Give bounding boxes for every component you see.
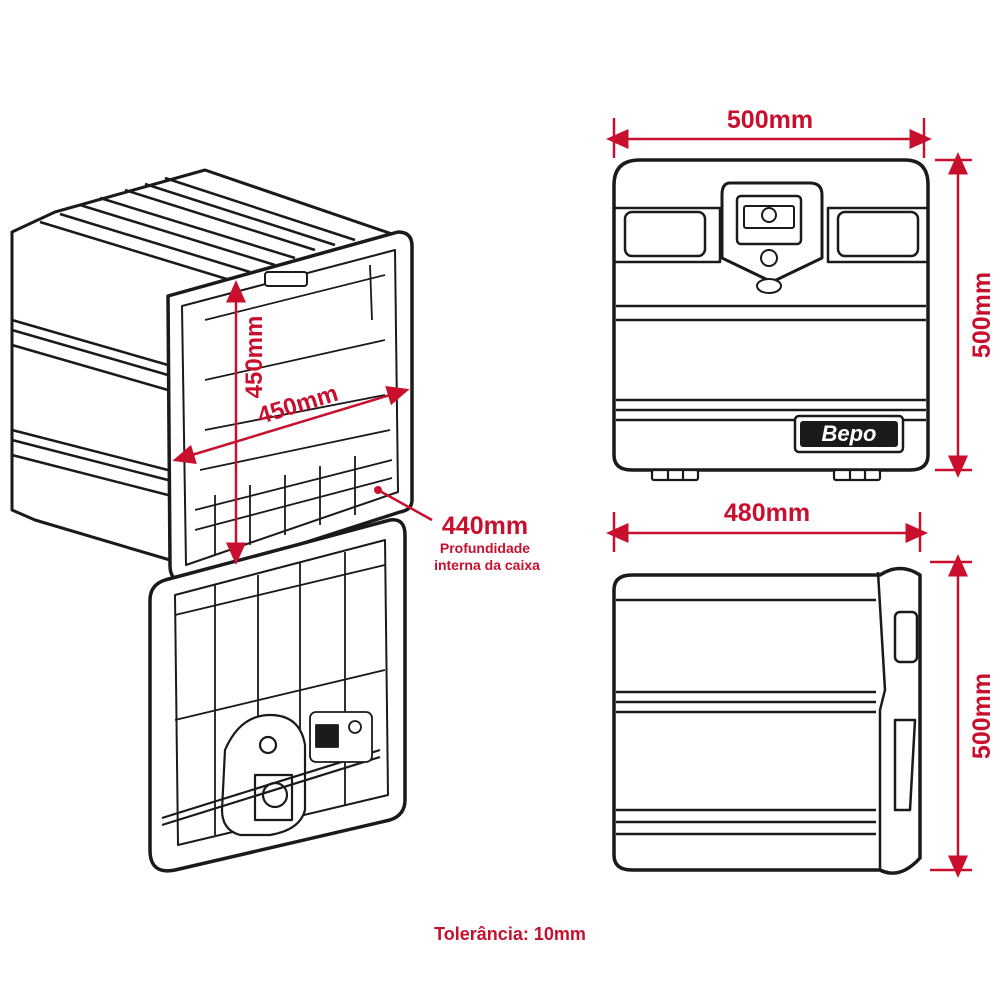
- side-height-label: 500mm: [968, 673, 996, 759]
- interior-depth-caption-2: interna da caixa: [434, 557, 540, 573]
- lid-lock-mechanism: [161, 713, 381, 837]
- box-side-bands: [11, 318, 169, 497]
- box-latch-slot: [264, 271, 308, 287]
- interior-depth-label: 440mm: [442, 512, 528, 540]
- side-outline: [612, 566, 922, 875]
- interior-height-label: 450mm: [241, 316, 268, 399]
- side-bands: [616, 598, 917, 836]
- side-view: [612, 566, 922, 875]
- front-top-band-right: [826, 206, 928, 264]
- side-width-label: 480mm: [724, 499, 810, 527]
- depth-leader-dot: [374, 486, 382, 494]
- open-lid-view: [148, 518, 407, 873]
- front-top-band: [614, 206, 722, 264]
- front-lock-knob: [756, 278, 782, 294]
- side-dimension-lines: [606, 512, 972, 878]
- front-handle-left: [623, 210, 707, 258]
- front-logo-bg: [800, 421, 898, 447]
- front-feet: [650, 468, 882, 482]
- side-handle: [893, 610, 919, 664]
- front-width-label: 500mm: [727, 106, 813, 134]
- lid-label: [309, 711, 373, 763]
- open-box-view: [10, 168, 414, 583]
- box-top-ridges: [39, 176, 356, 282]
- tolerance-note: Tolerância: 10mm: [434, 924, 586, 944]
- front-height-label: 500mm: [968, 272, 996, 358]
- front-logo-text: Bepo: [822, 421, 877, 446]
- front-handle-right: [836, 210, 920, 258]
- interior-dimension-lines: [172, 280, 433, 565]
- interior-depth-leader: [377, 488, 433, 522]
- front-lock-keyhole: [761, 207, 777, 223]
- interior-depth-caption-1: Profundidade: [440, 540, 530, 556]
- side-front-edge: [876, 571, 887, 870]
- front-dimension-lines: [606, 118, 972, 478]
- interior-width-arrow: [172, 386, 410, 464]
- front-view: [612, 158, 930, 482]
- front-lock-cylinder: [760, 249, 778, 267]
